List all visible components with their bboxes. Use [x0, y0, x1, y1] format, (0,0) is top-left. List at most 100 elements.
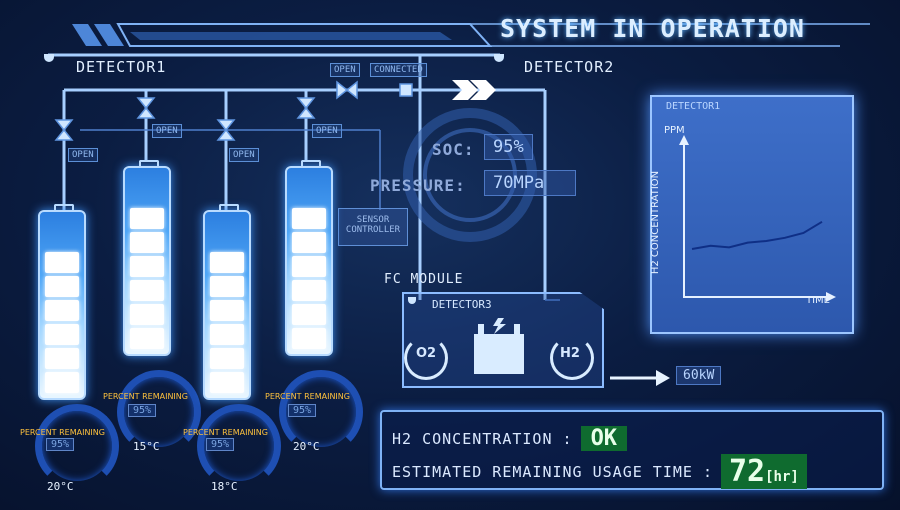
valve-2-status[interactable]: OPEN [152, 124, 182, 138]
tank-cell [292, 304, 326, 325]
remaining-time-label: ESTIMATED REMAINING USAGE TIME : [392, 462, 713, 481]
tank-percent-value: 95% [288, 404, 317, 417]
fc-module-label: FC MODULE [384, 272, 464, 287]
pressure-value: 70MPa [484, 170, 576, 196]
tank-cell [45, 324, 79, 345]
tank-level-cells [45, 252, 79, 393]
tank-cap [301, 160, 321, 168]
chart-axes [683, 137, 834, 298]
h2-concentration-value: OK [580, 426, 628, 451]
valve-3-status[interactable]: OPEN [229, 148, 259, 162]
tank-2[interactable] [123, 160, 171, 356]
valve-1-status[interactable]: OPEN [68, 148, 98, 162]
soc-label: SOC: [432, 140, 475, 159]
chart-title: DETECTOR1 [666, 101, 721, 112]
status-panel: H2 CONCENTRATION : OK ESTIMATED REMAININ… [380, 410, 884, 490]
detector1-label: DETECTOR1 [76, 58, 167, 76]
x-axis-arrow [826, 292, 836, 302]
sensor-controller-line1: SENSOR [356, 215, 390, 225]
tank-temperature: 20°C [293, 440, 320, 453]
tank-cap [219, 204, 239, 212]
tank-cell [130, 232, 164, 253]
tank-cell [210, 372, 244, 393]
tank-percent-label: PERCENT REMAINING [265, 392, 350, 401]
chart-y-axis-label: H2 CONCENTRATION [650, 170, 662, 275]
valve-top-status[interactable]: OPEN [330, 63, 360, 77]
pressure-label: PRESSURE: [370, 176, 466, 195]
fuel-cell-icon [474, 318, 524, 374]
tank-temperature: 18°C [211, 480, 238, 493]
tank-temperature: 20°C [47, 480, 74, 493]
tank-cell [292, 208, 326, 229]
detector3-label: DETECTOR3 [432, 298, 492, 311]
connection-status[interactable]: CONNECTED [370, 63, 427, 77]
detector2-label: DETECTOR2 [524, 58, 615, 76]
tank-cell [45, 252, 79, 273]
tank-gauge-ring [117, 370, 201, 454]
tank-cell [210, 276, 244, 297]
tank-gauge-ring [279, 370, 363, 454]
tank-gauge-ring [197, 404, 281, 488]
tank-cell [210, 324, 244, 345]
remaining-time-number: 72 [728, 454, 766, 489]
valve-4-status[interactable]: OPEN [312, 124, 342, 138]
tank-1[interactable] [38, 204, 86, 400]
h2-label: H2 [560, 346, 580, 361]
tank-percent-value: 95% [206, 438, 235, 451]
tank-level-cells [210, 252, 244, 393]
tank-cell [292, 256, 326, 277]
remaining-time-value: 72[hr] [720, 454, 807, 489]
y-axis-arrow [679, 135, 689, 145]
tank-cell [130, 256, 164, 277]
tank-cell [210, 300, 244, 321]
detector3-icon [408, 297, 416, 304]
tank-cell [130, 304, 164, 325]
tank-cell [130, 328, 164, 349]
page-title: SYSTEM IN OPERATION [500, 14, 805, 43]
tank-3[interactable] [203, 204, 251, 400]
output-arrow-icon [610, 370, 670, 386]
series-line [691, 220, 823, 250]
tank-cell [292, 232, 326, 253]
tank-cell [292, 280, 326, 301]
o2-cycle-icon [404, 336, 448, 380]
tank-cell [45, 348, 79, 369]
line-chart [679, 135, 836, 302]
tank-percent-label: PERCENT REMAINING [103, 392, 188, 401]
tank-percent-value: 95% [46, 438, 75, 451]
sensor-controller[interactable]: SENSOR CONTROLLER [338, 208, 408, 246]
chart-x-axis-label: TIME [806, 295, 831, 306]
detector2-icon [494, 54, 504, 62]
tank-level-cells [292, 208, 326, 349]
tank-4[interactable] [285, 160, 333, 356]
soc-dial [403, 108, 537, 242]
tank-gauge-ring [35, 404, 119, 488]
tank-percent-label: PERCENT REMAINING [20, 428, 105, 437]
tank-cap [139, 160, 159, 168]
tank-cell [45, 372, 79, 393]
chart-y-unit: PPM [664, 125, 685, 136]
tank-percent-value: 95% [128, 404, 157, 417]
tank-cell [130, 208, 164, 229]
tank-temperature: 15°C [133, 440, 160, 453]
tank-level-cells [130, 208, 164, 349]
sensor-controller-line2: CONTROLLER [345, 225, 401, 235]
h2-concentration-label: H2 CONCENTRATION : [392, 429, 573, 448]
soc-value: 95% [484, 134, 533, 160]
h2-cycle-icon [550, 336, 594, 380]
tank-cell [210, 252, 244, 273]
detector1-chart-panel: DETECTOR1 PPM H2 CONCENTRATION TIME [650, 95, 854, 334]
header-decoration [72, 23, 870, 47]
tank-cell [210, 348, 244, 369]
detector1-icon [44, 54, 54, 62]
tank-cell [45, 276, 79, 297]
remaining-time-unit: [hr] [765, 469, 799, 485]
power-output: 60kW [676, 366, 722, 385]
tank-cell [45, 300, 79, 321]
tank-cell [292, 328, 326, 349]
tank-cell [130, 280, 164, 301]
tank-percent-label: PERCENT REMAINING [183, 428, 268, 437]
o2-label: O2 [416, 346, 437, 361]
tank-cap [54, 204, 74, 212]
